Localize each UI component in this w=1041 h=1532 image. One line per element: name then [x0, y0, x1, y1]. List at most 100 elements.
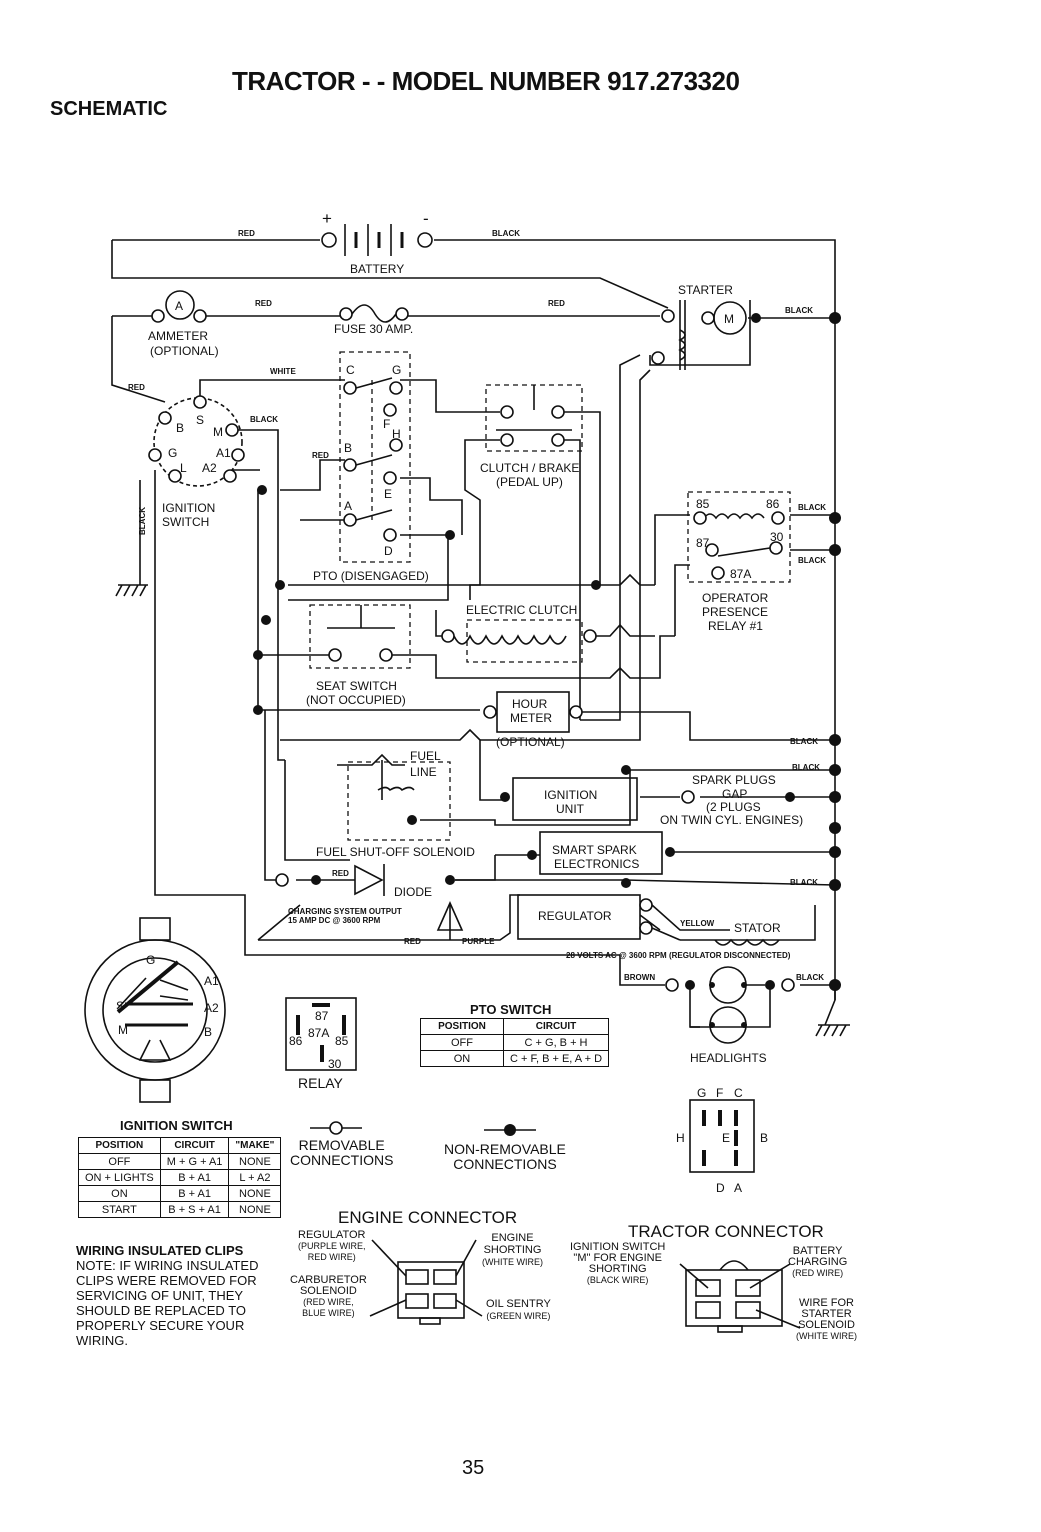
smart-spark-label: SMART SPARK [552, 843, 637, 857]
ign-icon-terminal: A2 [204, 1001, 219, 1015]
ign-terminal: M [213, 425, 223, 439]
table-cell: START [78, 1201, 161, 1218]
ign-terminal: L [180, 461, 187, 475]
wire-color-white: WHITE [270, 367, 296, 376]
page-number: 35 [462, 1457, 485, 1479]
wire-color-purple: PURPLE [462, 937, 495, 946]
seat-switch-label: (NOT OCCUPIED) [306, 693, 406, 707]
tractor-conn-text: CHARGING [788, 1256, 848, 1268]
tconn-terminal: G [697, 1086, 706, 1100]
engine-connector-diagram [369, 1239, 483, 1325]
table-cell: B + S + A1 [159, 1201, 230, 1218]
charging-output: 15 AMP DC @ 3600 RPM [288, 916, 381, 925]
spark-twin-label: ON TWIN CYL. ENGINES) [660, 813, 803, 827]
electric-clutch-label: ELECTRIC CLUTCH [466, 603, 577, 617]
engine-conn-text: ENGINE [491, 1232, 534, 1244]
tconn-terminal: E [722, 1131, 730, 1145]
wire-color-red: RED [332, 869, 349, 878]
wire-color-black: BLACK [250, 415, 278, 424]
table-cell: B + A1 [159, 1185, 230, 1202]
wire-color-red: RED [548, 299, 565, 308]
fuse-label: FUSE 30 AMP. [334, 322, 413, 336]
table-cell: ON [78, 1185, 161, 1202]
tractor-conn-text: SHORTING [588, 1263, 647, 1275]
pto-terminal: D [384, 544, 393, 558]
regulator-label: REGULATOR [538, 909, 612, 923]
fuel-solenoid: FUEL LINE FUEL SHUT-OFF SOLENOID [316, 749, 475, 859]
tractor-conn-text: IGNITION SWITCH [570, 1241, 666, 1253]
tractor-conn-text: (BLACK WIRE) [586, 1275, 649, 1285]
fuse-symbol: FUSE 30 AMP. [334, 304, 413, 336]
ign-terminal: B [176, 421, 184, 435]
relay-icon-terminal: 87A [308, 1026, 329, 1040]
table-cell: B + A1 [159, 1169, 230, 1186]
tconn-terminal: D [716, 1181, 725, 1195]
ammeter-symbol: A AMMETER (OPTIONAL) [148, 290, 219, 358]
tconn-terminal: C [734, 1086, 743, 1100]
legend-text: CONNECTIONS [290, 1152, 394, 1168]
ignition-unit-label: UNIT [556, 802, 585, 816]
pto-terminal: A [344, 499, 352, 513]
pto-terminal: C [346, 363, 355, 377]
table-header: "MAKE" [228, 1137, 282, 1154]
relay-icon-terminal: 30 [328, 1057, 342, 1071]
diode-label: DIODE [394, 885, 432, 899]
pto-terminal: E [384, 487, 392, 501]
engine-conn-text: (WHITE WIRE) [482, 1257, 543, 1267]
stator-label: STATOR [734, 921, 781, 935]
spark-gap-label: GAP [722, 787, 747, 801]
pto-terminal: H [392, 427, 401, 441]
tractor-conn-text: (WHITE WIRE) [796, 1331, 857, 1341]
tconn-terminal: A [734, 1181, 742, 1195]
engine-conn-text: SOLENOID [299, 1285, 357, 1297]
wire-color-red: RED [238, 229, 255, 238]
legend-text: NON-REMOVABLE [444, 1141, 566, 1157]
relay-icon-terminal: 86 [289, 1034, 303, 1048]
legend-text: CONNECTIONS [453, 1156, 557, 1172]
engine-conn-text: (RED WIRE, [303, 1297, 354, 1307]
engine-conn-regulator: REGULATOR(PURPLE WIRE,RED WIRE) [298, 1230, 366, 1263]
clutch-brake-switch: CLUTCH / BRAKE (PEDAL UP) [480, 384, 583, 489]
ign-switch-label: SWITCH [162, 515, 209, 529]
table-cell: NONE [228, 1201, 282, 1218]
wire-color-black: BLACK [492, 229, 520, 238]
engine-conn-text: BLUE WIRE) [302, 1308, 355, 1318]
ammeter-label: AMMETER [148, 329, 208, 343]
tractor-conn-text: "M" FOR ENGINE [573, 1252, 662, 1264]
wire-color-black: BLACK [796, 973, 824, 982]
ignition-unit: IGNITION UNIT [500, 765, 638, 821]
wire-color-red: RED [404, 937, 421, 946]
wire-color-black: BLACK [138, 507, 147, 535]
table-header: CIRCUIT [502, 1018, 610, 1035]
fuel-line-label: LINE [410, 765, 437, 779]
tractor-conn-text: STARTER [801, 1308, 852, 1320]
wire-color-red: RED [128, 383, 145, 392]
relay-terminal: 30 [770, 530, 784, 544]
pto-switch-table: POSITION CIRCUIT OFF C + G, B + H ON C +… [420, 1018, 610, 1067]
tconn-terminal: B [760, 1131, 768, 1145]
engine-conn-text: (PURPLE WIRE, [298, 1241, 366, 1251]
smart-spark: SMART SPARK ELECTRONICS [527, 831, 675, 875]
electric-clutch: ELECTRIC CLUTCH [441, 580, 601, 663]
engine-conn-text: SHORTING [483, 1244, 542, 1256]
wire-color-brown: BROWN [624, 973, 655, 982]
headlights: HEADLIGHTS [665, 966, 795, 1065]
ign-terminal: S [196, 413, 204, 427]
relay-label: PRESENCE [702, 605, 768, 619]
ign-table-caption: IGNITION SWITCH [120, 1118, 233, 1133]
tractor-connector-plug [679, 1260, 801, 1333]
relay-terminal: 86 [766, 497, 780, 511]
wire-color-yellow: YELLOW [680, 919, 715, 928]
ign-icon-terminal: G [146, 953, 155, 967]
stator-output: 28 VOLTS AC @ 3600 RPM (REGULATOR DISCON… [566, 951, 791, 960]
ign-icon-terminal: A1 [204, 974, 219, 988]
ammeter-a: A [175, 299, 183, 313]
ign-icon-terminal: M [118, 1023, 128, 1037]
